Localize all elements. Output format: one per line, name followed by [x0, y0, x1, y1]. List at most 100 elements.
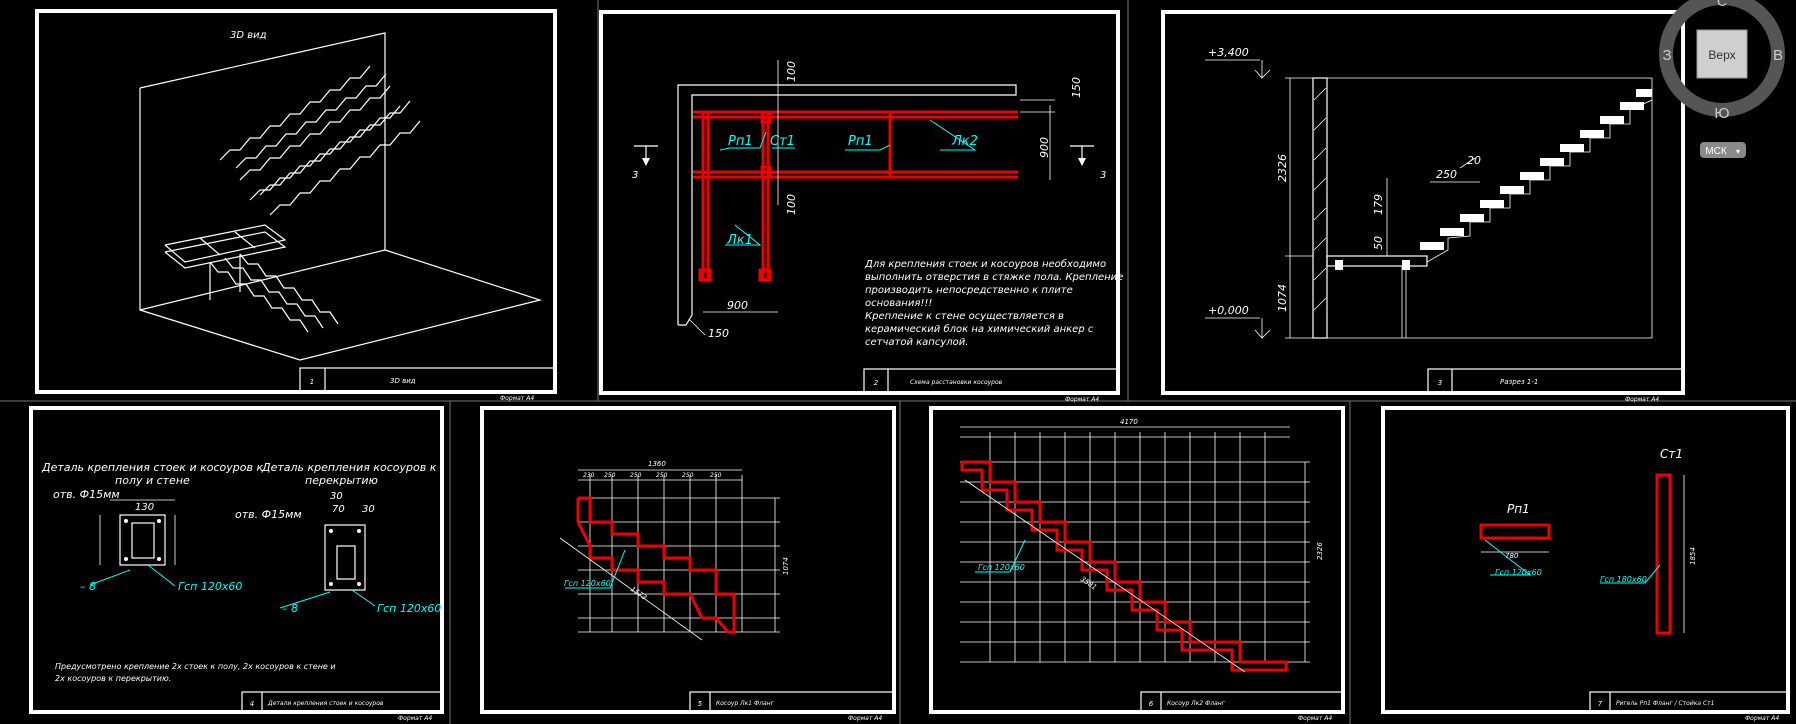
svg-text:1360: 1360 — [648, 460, 666, 468]
svg-text:Гсп 120х60: Гсп 120х60 — [978, 563, 1025, 572]
svg-text:30: 30 — [362, 504, 375, 515]
lk2-grid — [960, 426, 1310, 663]
svg-text:3D вид: 3D вид — [390, 377, 416, 385]
svg-text:900: 900 — [1038, 137, 1051, 158]
sheet-3-section[interactable]: +3,400 +0,000 2326 1074 179 50 250 20 3 … — [1161, 10, 1685, 403]
compass-north[interactable]: С — [1717, 0, 1727, 9]
svg-text:выполнить отверстия в стяжке п: выполнить отверстия в стяжке пола. Крепл… — [865, 272, 1123, 283]
level-top: +3,400 — [1208, 46, 1249, 59]
viewcube-compass-ring[interactable] — [1659, 0, 1785, 117]
svg-text:150: 150 — [708, 327, 729, 340]
title-block — [299, 367, 556, 393]
svg-text:отв. Ф15мм: отв. Ф15мм — [235, 508, 302, 521]
section-marker-left: 3 — [632, 145, 658, 181]
compass-east[interactable]: В — [1773, 47, 1783, 64]
svg-text:7: 7 — [1598, 700, 1603, 708]
svg-text:керамический блок на химически: керамический блок на химический анкер с — [865, 323, 1094, 335]
wall-section — [1312, 77, 1328, 339]
lk1-stringer — [576, 496, 736, 634]
svg-text:30: 30 — [330, 491, 343, 502]
compass-south[interactable]: Ю — [1714, 105, 1729, 122]
svg-text:2х косоуров к перекрытию.: 2х косоуров к перекрытию. — [55, 674, 171, 683]
label-rp1-a: Рп1 — [728, 134, 753, 149]
svg-text:производить непосредственно к: производить непосредственно к плите — [865, 285, 1073, 296]
svg-text:1573: 1573 — [629, 585, 648, 602]
svg-text:Формат А4: Формат А4 — [848, 715, 882, 722]
svg-text:Детали крепления стоек и косоу: Детали крепления стоек и косоуров — [267, 700, 384, 707]
svg-text:1074: 1074 — [1276, 284, 1289, 312]
svg-text:Формат А4: Формат А4 — [1065, 396, 1099, 403]
svg-text:2: 2 — [874, 379, 879, 387]
landing-3d — [164, 224, 287, 269]
svg-text:1854: 1854 — [1689, 547, 1697, 565]
svg-text:Гсп 120х60: Гсп 120х60 — [564, 579, 611, 588]
svg-text:250: 250 — [656, 472, 668, 479]
svg-text:Крепление к стене осуществляет: Крепление к стене осуществляется в — [865, 311, 1064, 322]
svg-text:Гсп 120х60: Гсп 120х60 — [377, 602, 441, 615]
svg-text:Гсп 120х60: Гсп 120х60 — [1495, 568, 1542, 577]
svg-text:– 8: – 8 — [282, 602, 298, 615]
viewcube[interactable]: Верх С Ю З В МСК ▾ — [1659, 0, 1785, 158]
svg-text:1074: 1074 — [782, 557, 790, 575]
compass-west[interactable]: З — [1662, 47, 1671, 64]
svg-text:отв. Ф15мм: отв. Ф15мм — [53, 488, 120, 501]
svg-text:70: 70 — [332, 504, 345, 515]
svg-text:Рп1: Рп1 — [1507, 502, 1530, 516]
svg-text:5: 5 — [698, 700, 703, 708]
level-marks: +3,400 +0,000 — [1205, 46, 1271, 339]
svg-text:Ст1: Ст1 — [1660, 447, 1683, 461]
sheet-2-plan[interactable]: Рп1 Ст1 Рп1 Лк2 Лк1 100 100 150 900 900 … — [599, 10, 1123, 403]
svg-text:250: 250 — [630, 472, 642, 479]
lk1-grid — [578, 469, 780, 633]
section-marker-right: 3 — [1070, 145, 1106, 181]
svg-text:130: 130 — [135, 502, 154, 513]
svg-text:4: 4 — [250, 700, 254, 708]
svg-text:3: 3 — [1438, 379, 1442, 387]
svg-text:полу и стене: полу и стене — [115, 474, 190, 487]
svg-text:Косоур Лк2 Фланг: Косоур Лк2 Фланг — [1167, 700, 1226, 707]
svg-text:2326: 2326 — [1316, 542, 1324, 560]
wall-hatch — [1313, 87, 1327, 311]
svg-text:6: 6 — [1149, 700, 1154, 708]
svg-text:900: 900 — [727, 299, 748, 312]
sheet-1-3d-view[interactable]: 3D вид 1 — [35, 9, 557, 402]
svg-text:780: 780 — [1505, 552, 1519, 560]
sheet-4-details[interactable]: Деталь крепления стоек и косоуров к полу… — [29, 406, 444, 722]
svg-text:250: 250 — [682, 472, 694, 479]
label-lk2: Лк2 — [951, 134, 978, 149]
svg-text:Формат А4: Формат А4 — [1298, 715, 1332, 722]
svg-text:4170: 4170 — [1120, 418, 1138, 426]
detail-2-plate: 30 70 30 – 8 Гсп 120х60 — [279, 491, 441, 615]
sheet-5-stringer-lk1[interactable]: 1360 230 250 250 250 250 250 1074 1573 Г… — [480, 406, 896, 722]
svg-text:Формат А4: Формат А4 — [1625, 396, 1659, 403]
svg-text:Формат А4: Формат А4 — [1745, 715, 1779, 722]
view-label: 3D вид — [230, 30, 267, 41]
label-lk1: Лк1 — [726, 233, 753, 248]
svg-text:Косоур Лк1 Фланг: Косоур Лк1 Фланг — [716, 700, 775, 707]
svg-text:Предусмотрено крепление 2х сто: Предусмотрено крепление 2х стоек к полу,… — [55, 662, 336, 671]
svg-text:основания!!!: основания!!! — [865, 298, 932, 309]
stair-3d-lower — [209, 253, 339, 333]
svg-text:250: 250 — [604, 472, 616, 479]
sheet-6-stringer-lk2[interactable]: 4170 2326 3581 Гсп 120х60 6 Косоур Лк2 Ф… — [929, 406, 1345, 722]
landing-section — [1326, 255, 1428, 267]
svg-text:Деталь крепления косоуров к: Деталь крепления косоуров к — [261, 461, 437, 474]
sheet-7-parts[interactable]: Рп1 780 Гсп 120х60 Ст1 1854 Гсп 180х60 7… — [1381, 406, 1790, 722]
svg-text:Гсп 180х60: Гсп 180х60 — [1600, 575, 1647, 584]
lk2-stringer — [960, 460, 1288, 672]
svg-text:сетчатой капсулой.: сетчатой капсулой. — [865, 337, 968, 348]
svg-text:50: 50 — [1372, 236, 1385, 250]
svg-text:– 8: – 8 — [80, 580, 96, 593]
svg-text:перекрытию: перекрытию — [305, 474, 378, 487]
viewcube-face-label: Верх — [1708, 48, 1735, 62]
viewcube-top-face[interactable] — [1696, 29, 1748, 79]
svg-text:3: 3 — [632, 170, 638, 181]
svg-text:1: 1 — [310, 378, 314, 386]
ucs-menu-button[interactable] — [1700, 142, 1746, 158]
plan-note: Для крепления стоек и косоуров необходим… — [864, 258, 1123, 348]
section-dimensions: 2326 1074 179 50 250 20 — [1276, 77, 1481, 339]
svg-text:Схема расстановки косоуров: Схема расстановки косоуров — [910, 379, 1003, 386]
svg-text:100: 100 — [785, 194, 798, 215]
svg-text:Ригель Рп1 Фланг / Стойка Ст1: Ригель Рп1 Фланг / Стойка Ст1 — [1616, 700, 1714, 707]
